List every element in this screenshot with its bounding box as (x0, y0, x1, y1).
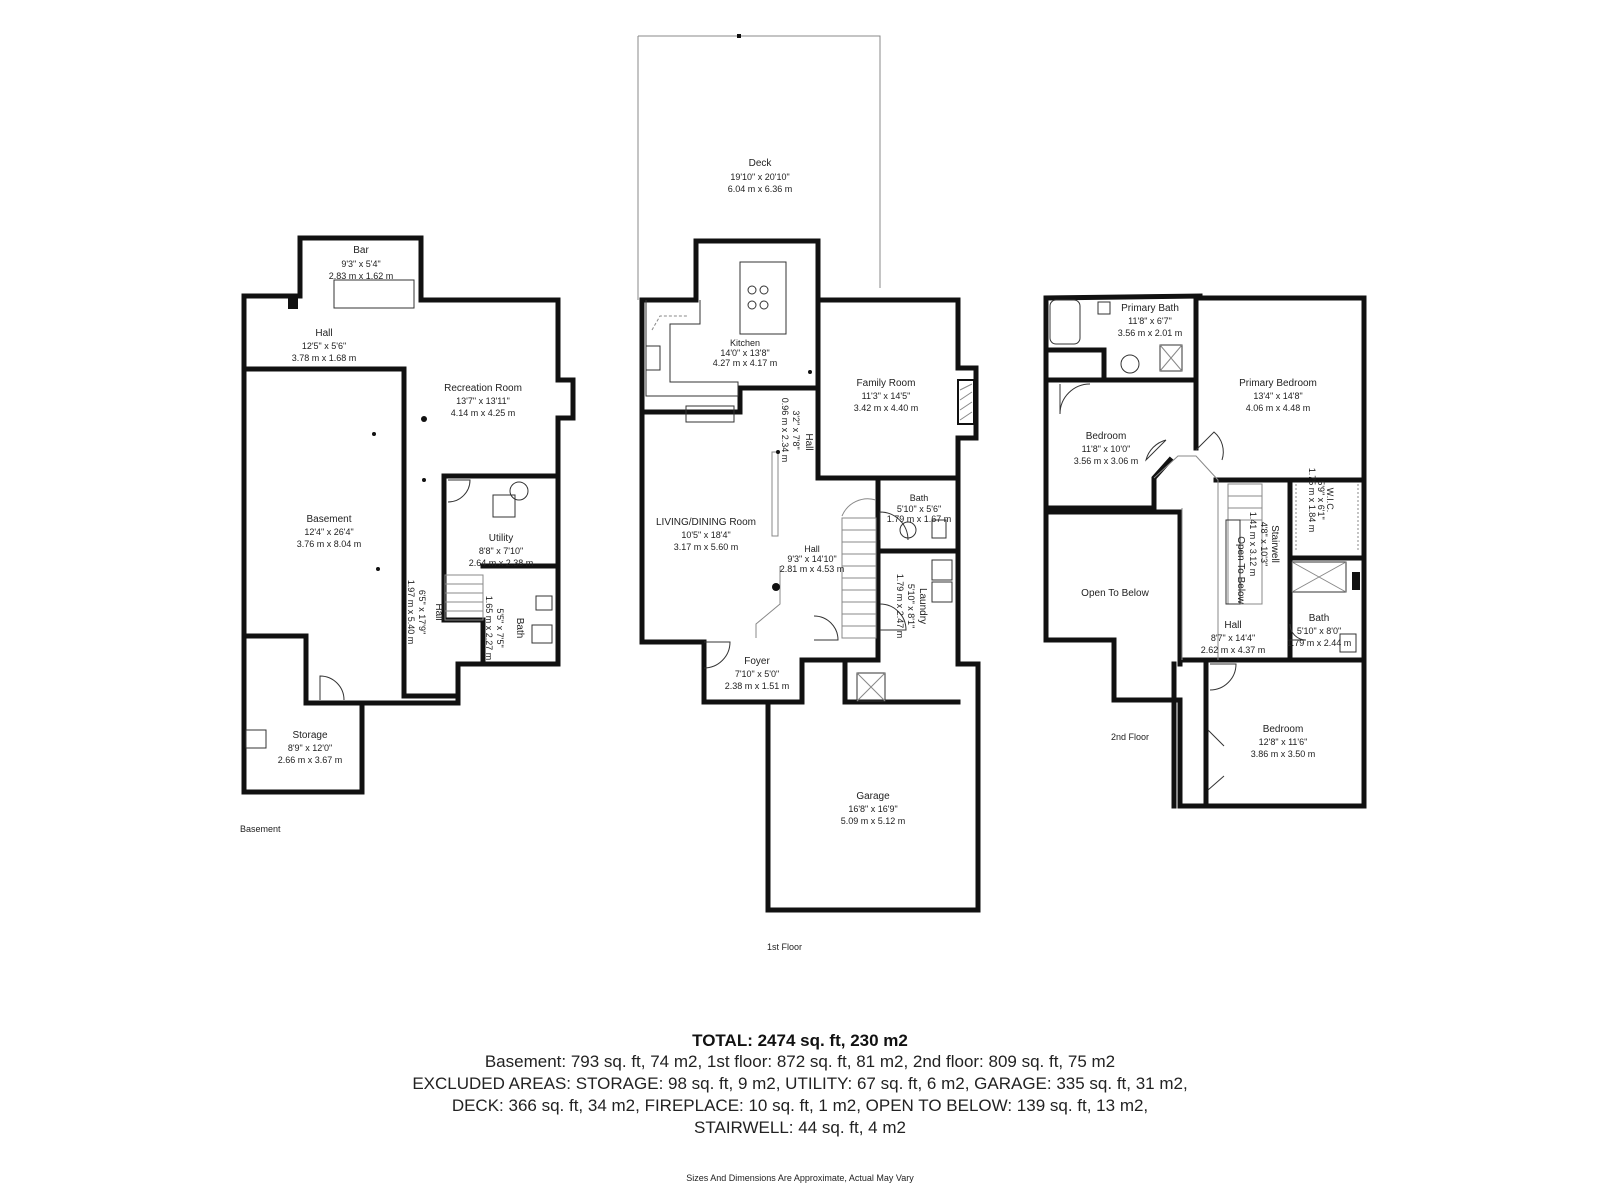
room-dim-imperial: 5'10" x 5'6" (897, 504, 941, 514)
room-name: LIVING/DINING Room (656, 517, 756, 528)
floor-label-first: 1st Floor (767, 942, 802, 952)
room-dim-imperial: 8'8" x 7'10" (479, 546, 523, 556)
total-area: TOTAL: 2474 sq. ft, 230 m2 (692, 1031, 908, 1050)
room-dim-imperial: 5'10" x 8'0" (1297, 626, 1341, 636)
second-floor-plan (1043, 293, 1367, 809)
room-name: Bath (514, 618, 525, 639)
room-dim-metric: 2.83 m x 1.62 m (329, 271, 394, 281)
room-name: Bar (353, 245, 369, 256)
room-dim-imperial: 11'8" x 6'7" (1128, 316, 1172, 326)
room-dim-imperial: 10'5" x 18'4" (681, 530, 730, 540)
room-name: W.I.C. (1325, 488, 1335, 513)
open-to-below-note: Open To Below (1235, 536, 1246, 604)
room-dim-metric: 2.62 m x 4.37 m (1201, 645, 1266, 655)
room-name: Bath (1309, 613, 1330, 624)
room-dim-metric: 3.86 m x 3.50 m (1251, 749, 1316, 759)
summary-line: Basement: 793 sq. ft, 74 m2, 1st floor: … (484, 1052, 1116, 1071)
room-dim-imperial: 19'10" x 20'10" (730, 172, 789, 182)
room-name: Kitchen (730, 338, 760, 348)
room-name: Basement (306, 514, 351, 525)
room-dim-metric: 5.09 m x 5.12 m (841, 816, 906, 826)
room-dim-imperial: 9'3" x 14'10" (787, 554, 836, 564)
room-name: Primary Bath (1121, 303, 1179, 314)
room-dim-imperial: 7'10" x 5'0" (735, 669, 779, 679)
room-dim-imperial: 16'8" x 16'9" (848, 804, 897, 814)
floor-label-second: 2nd Floor (1111, 732, 1149, 742)
room-name: Garage (856, 791, 890, 802)
summary-line: DECK: 366 sq. ft, 34 m2, FIREPLACE: 10 s… (451, 1096, 1149, 1115)
room-dim-imperial: 4'8" x 10'3" (1259, 522, 1269, 566)
room-dim-imperial: 3'2" x 7'8" (791, 410, 801, 449)
room-name: Bedroom (1086, 431, 1127, 442)
room-dim-imperial: 5'9" x 6'1" (1316, 480, 1326, 519)
room-dim-metric: 2.66 m x 3.67 m (278, 755, 343, 765)
room-dim-imperial: 12'5" x 5'6" (302, 341, 346, 351)
room-dim-metric: 1.75 m x 1.84 m (1307, 468, 1317, 533)
room-dim-metric: 3.78 m x 1.68 m (292, 353, 357, 363)
summary-line: EXCLUDED AREAS: STORAGE: 98 sq. ft, 9 m2… (412, 1074, 1188, 1093)
room-dim-imperial: 11'3" x 14'5" (862, 391, 911, 401)
room-dim-metric: 1.79 m x 2.44 m (1287, 638, 1352, 648)
room-dim-metric: 4.06 m x 4.48 m (1246, 403, 1311, 413)
room-name: Hall (1224, 620, 1241, 631)
room-dim-metric: 3.42 m x 4.40 m (854, 403, 919, 413)
room-name: Hall (433, 603, 444, 620)
room-dim-imperial: 5'10" x 8'1" (906, 584, 916, 628)
room-dim-metric: 2.81 m x 4.53 m (780, 564, 845, 574)
room-name: Deck (749, 158, 773, 169)
room-name: Family Room (857, 378, 916, 389)
floor-label-basement: Basement (240, 824, 281, 834)
room-name: Bedroom (1263, 724, 1304, 735)
room-dim-imperial: 8'7" x 14'4" (1211, 633, 1255, 643)
first-floor-plan (637, 34, 981, 913)
room-name: Recreation Room (444, 383, 522, 394)
room-dim-imperial: 13'7" x 13'11" (456, 396, 510, 406)
room-dim-metric: 1.41 m x 3.12 m (1248, 512, 1258, 577)
room-name: Bath (910, 493, 929, 503)
basement-plan (241, 235, 576, 795)
room-dim-imperial: 12'4" x 26'4" (304, 527, 353, 537)
room-dim-metric: 3.56 m x 2.01 m (1118, 328, 1183, 338)
room-name: Open To Below (1081, 588, 1149, 599)
room-dim-metric: 4.27 m x 4.17 m (713, 358, 778, 368)
room-dim-metric: 3.56 m x 3.06 m (1074, 456, 1139, 466)
room-dim-imperial: 5'5" x 7'5" (495, 608, 505, 647)
room-dim-metric: 4.14 m x 4.25 m (451, 408, 516, 418)
room-dim-imperial: 6'5" x 17'9" (417, 590, 427, 634)
room-name: Utility (489, 533, 513, 544)
room-dim-imperial: 13'4" x 14'8" (1253, 391, 1302, 401)
room-dim-imperial: 11'8" x 10'0" (1082, 444, 1131, 454)
room-dim-imperial: 14'0" x 13'8" (720, 348, 769, 358)
room-name: Hall (803, 433, 814, 450)
room-dim-metric: 3.17 m x 5.60 m (674, 542, 739, 552)
room-dim-metric: 2.38 m x 1.51 m (725, 681, 790, 691)
room-dim-metric: 1.97 m x 5.40 m (406, 580, 416, 645)
room-name: Hall (315, 328, 332, 339)
room-dim-metric: 3.76 m x 8.04 m (297, 539, 362, 549)
area-summary: TOTAL: 2474 sq. ft, 230 m2 Basement: 793… (0, 1030, 1600, 1139)
room-name: Laundry (917, 588, 928, 624)
room-dim-metric: 2.64 m x 2.38 m (469, 558, 534, 568)
room-dim-metric: 1.65 m x 2.27 m (484, 596, 494, 661)
room-name: Storage (292, 730, 327, 741)
disclaimer: Sizes And Dimensions Are Approximate, Ac… (686, 1173, 914, 1183)
room-dim-metric: 1.79 m x 1.67 m (887, 514, 952, 524)
room-dim-metric: 1.79 m x 2.47 m (895, 574, 905, 639)
room-dim-metric: 6.04 m x 6.36 m (728, 184, 793, 194)
room-name: Hall (804, 544, 820, 554)
room-dim-imperial: 9'3" x 5'4" (341, 259, 380, 269)
room-dim-imperial: 12'8" x 11'6" (1259, 737, 1308, 747)
summary-line: STAIRWELL: 44 sq. ft, 4 m2 (694, 1118, 906, 1137)
room-dim-imperial: 8'9" x 12'0" (288, 743, 332, 753)
room-name: Primary Bedroom (1239, 378, 1317, 389)
room-dim-metric: 0.96 m x 2.34 m (780, 398, 790, 463)
room-name: Foyer (744, 656, 770, 667)
room-name: Stairwell (1269, 525, 1280, 563)
